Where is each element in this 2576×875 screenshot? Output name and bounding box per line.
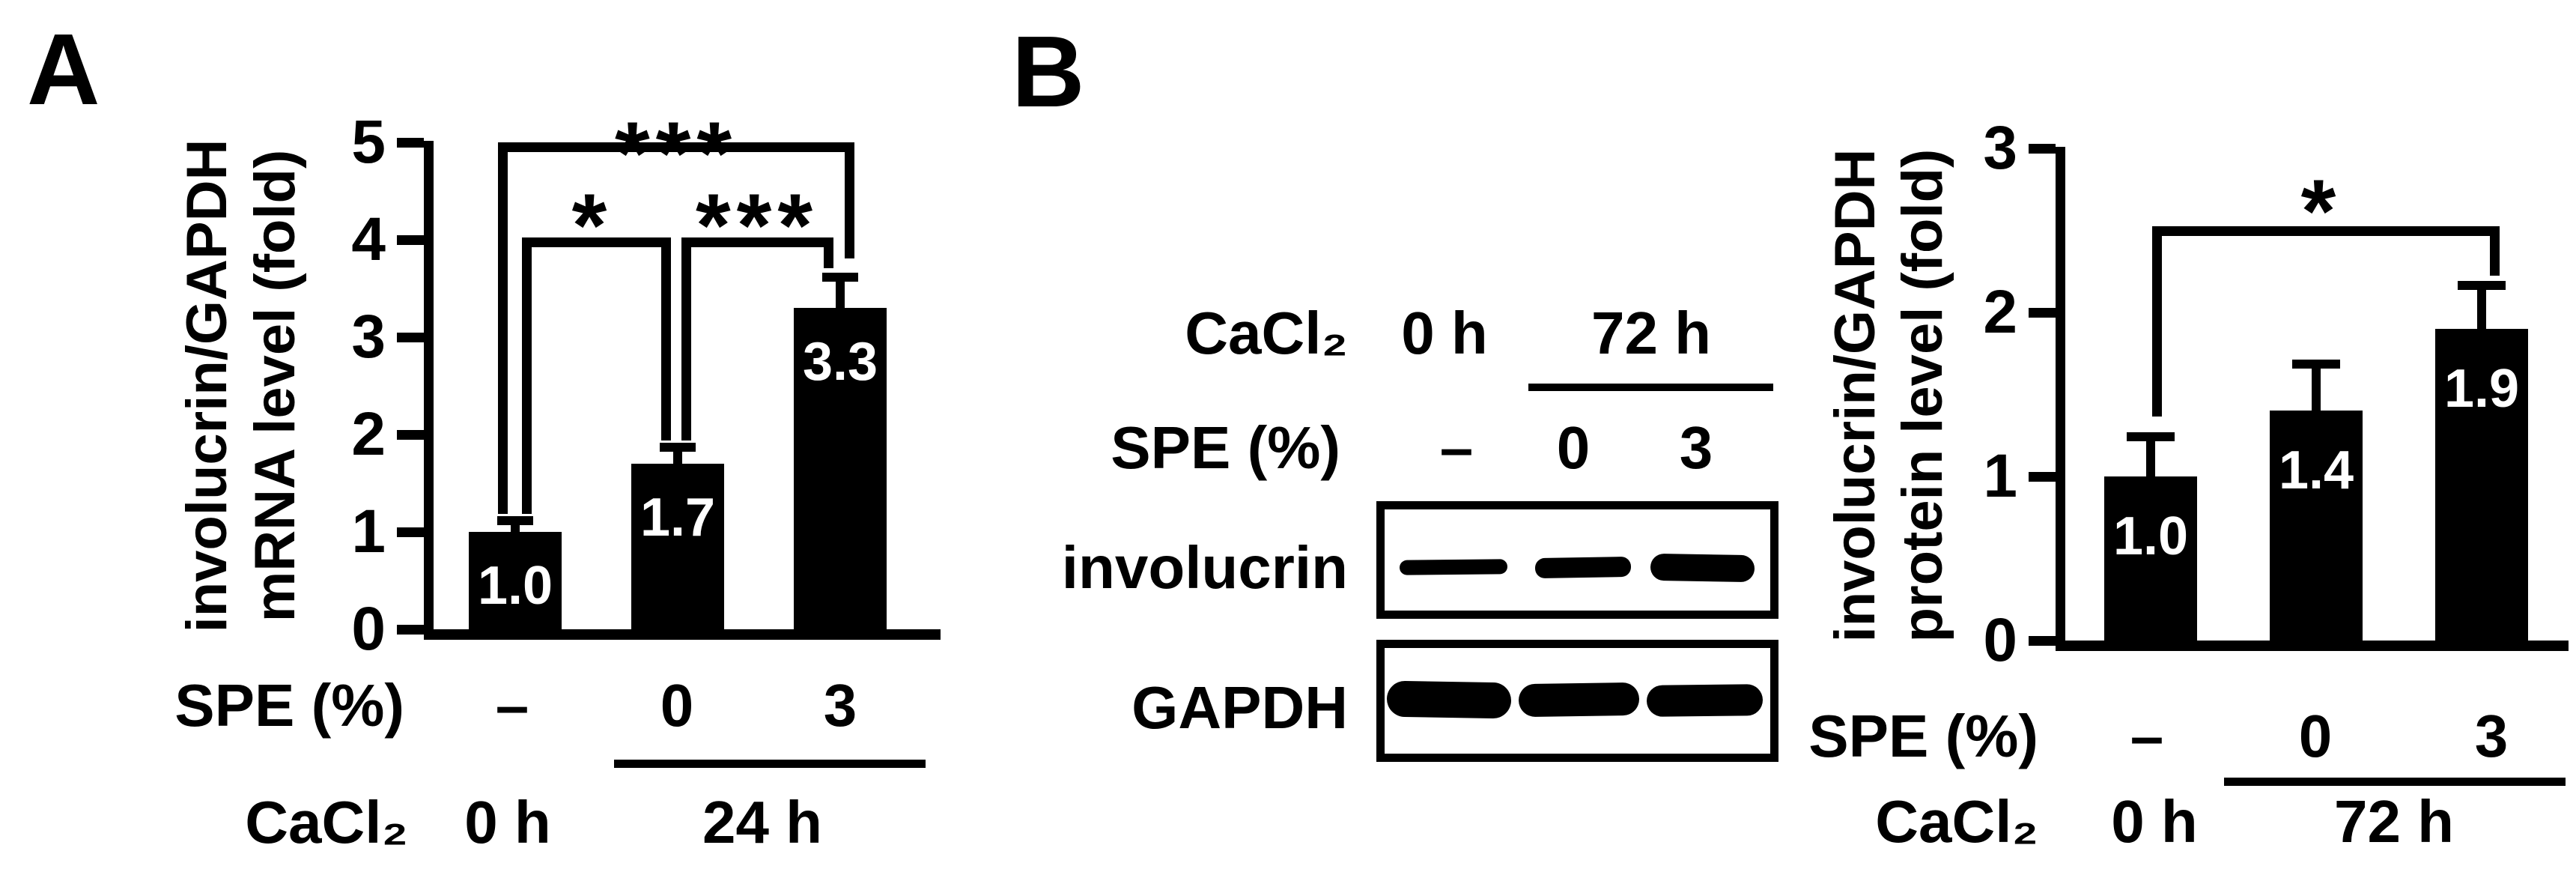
panel-b-label: B [1012,15,1085,128]
panel-b-y-axis-label-line1: involucrin/GAPDH [1823,148,1887,643]
bar [2104,476,2197,641]
bar [469,532,562,629]
error-bar-cap [2127,432,2175,441]
panel-a-spe-value-3: 3 [823,672,857,739]
y-axis-tick [397,625,424,635]
sig-bracket-b-horizontal [2152,226,2500,236]
sig-bracket-a-top-horizontal [498,142,854,152]
panel-a-spe-value-1: – [495,672,529,739]
blot-cacl2-time-72h: 72 h [1591,300,1712,366]
panel-b-cacl2-row-label: CaCl₂ [1875,788,2038,855]
sig-bracket-a-top-right-leg [845,142,854,258]
bar [2270,411,2363,641]
panel-a-y-axis-label-line1: involucrin/GAPDH [175,139,239,633]
panel-b-spe-value-3: 3 [2474,703,2509,769]
blot-spe-value-1: – [1439,414,1474,481]
panel-b-spe-value-1: – [2130,703,2164,769]
panel-a-label: A [27,13,100,126]
panel-b-cacl2-time-72h: 72 h [2333,788,2455,855]
significance-label-b: * [2300,161,2342,261]
panel-a-cacl2-time-0h: 0 h [464,789,551,856]
blot-spe-row-label: SPE (%) [1111,414,1340,481]
sig-bracket-a-right-right-leg [824,237,833,268]
panel-a-cacl2-row-label: CaCl₂ [245,789,408,856]
panel-a-spe-value-2: 0 [660,672,694,739]
y-axis-tick [2029,308,2056,318]
involucrin-band-lane2 [1534,556,1632,579]
panel-b-y-axis-label-line2: protein level (fold) [1891,148,1954,643]
y-axis-tick [397,430,424,440]
involucrin-band-lane1 [1399,559,1508,575]
panel-a-cacl2-time-24h: 24 h [702,789,823,856]
significance-label-a-mid-left: * [571,175,613,276]
sig-bracket-a-left-horizontal [522,237,671,247]
bar-value-label: 1.4 [2278,440,2354,501]
y-axis-tick [397,138,424,148]
panel-a-spe-row-label: SPE (%) [174,672,404,739]
significance-label-a-top: *** [614,103,738,204]
error-bar-cap [822,272,858,282]
significance-label-a-mid-right: *** [695,175,819,276]
y-axis-tick [397,235,424,245]
y-axis-tick [397,333,424,342]
panel-b-cacl2-time-0h: 0 h [2111,788,2198,855]
panel-b-spe-row-label: SPE (%) [1808,703,2038,769]
sig-bracket-a-top-left-leg [498,142,508,514]
sig-bracket-a-left-left-leg [522,237,532,514]
blot-gapdh-row-label: GAPDH [1131,674,1348,741]
error-bar-stem [511,524,520,532]
error-bar-cap [2458,281,2506,291]
bar-value-label: 1.0 [2112,506,2189,566]
panel-a-24h-group-line [614,760,926,768]
bar-value-label: 1.9 [2443,358,2520,419]
blot-cacl2-row-label: CaCl₂ [1185,300,1348,366]
blot-spe-value-3: 3 [1679,414,1713,481]
blot-involucrin-row-label: involucrin [1061,534,1348,601]
bar-value-label: 1.0 [477,556,553,616]
error-bar-cap [660,443,696,452]
sig-bracket-b-right-leg [2490,226,2500,276]
gapdh-band-lane1 [1386,680,1512,719]
y-axis-tick [2029,472,2056,482]
panel-b-spe-value-2: 0 [2298,703,2333,769]
y-axis-tick [2029,636,2056,646]
gapdh-band-lane2 [1518,682,1640,718]
y-axis-line [2056,147,2065,651]
y-axis-tick [397,527,424,537]
y-axis-line [424,141,434,640]
panel-b-72h-group-line [2224,778,2566,786]
bar-value-label: 1.7 [640,488,716,548]
y-axis-tick [2029,144,2056,154]
bar [2435,328,2528,641]
error-bar-cap [2292,360,2340,369]
error-bar-cap [497,515,533,525]
error-bar-stem [2312,368,2321,411]
sig-bracket-a-right-horizontal [681,237,833,247]
panel-a-y-axis-label-line2: mRNA level (fold) [243,149,307,623]
error-bar-stem [2477,289,2486,329]
blot-spe-value-2: 0 [1556,414,1591,481]
error-bar-stem [2146,440,2155,476]
error-bar-stem [836,280,845,308]
sig-bracket-b-left-leg [2152,226,2162,417]
error-bar-stem [673,451,682,464]
bar [794,308,887,629]
sig-bracket-a-left-right-leg [661,237,671,440]
blot-cacl2-time-0h: 0 h [1401,300,1488,366]
x-axis-line [2056,641,2569,651]
sig-bracket-a-right-left-leg [681,237,691,440]
involucrin-band-lane3 [1650,553,1755,583]
bar-value-label: 3.3 [802,332,878,392]
bar [631,464,724,629]
x-axis-line [424,629,941,640]
blot-72h-group-line [1528,384,1773,391]
